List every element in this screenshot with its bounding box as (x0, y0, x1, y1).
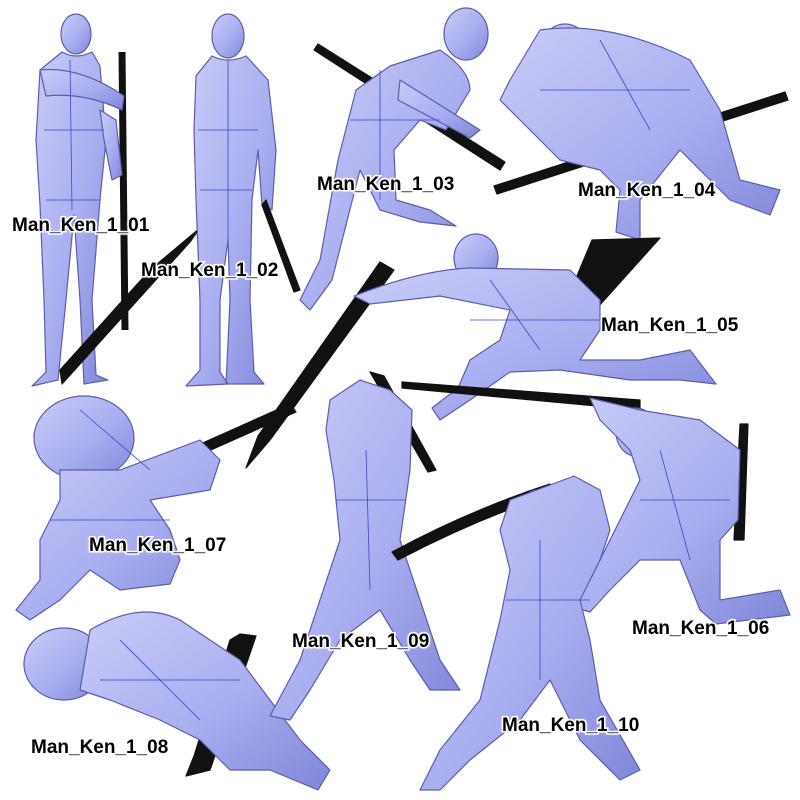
figure-02 (185, 13, 301, 387)
pose-label-04: Man_Ken_1_04 (576, 179, 716, 203)
figure-08 (23, 611, 331, 791)
figure-09 (269, 371, 461, 721)
pose-label-02: Man_Ken_1_02 (139, 259, 279, 283)
figure-04 (493, 23, 789, 241)
figure-03 (299, 7, 506, 311)
pose-label-08: Man_Ken_1_08 (29, 736, 169, 760)
pose-label-07: Man_Ken_1_07 (87, 534, 227, 558)
pose-label-10: Man_Ken_1_10 (500, 714, 640, 738)
pose-label-09: Man_Ken_1_09 (290, 630, 430, 654)
pose-label-01: Man_Ken_1_01 (10, 214, 150, 238)
figure-06 (401, 381, 791, 625)
figure-10 (391, 475, 641, 791)
pose-label-05: Man_Ken_1_05 (599, 314, 739, 338)
figure-01 (31, 13, 201, 387)
blade-01 (59, 227, 201, 385)
sword-01 (118, 51, 129, 331)
pose-label-06: Man_Ken_1_06 (630, 617, 770, 641)
figure-07 (15, 395, 297, 621)
sword-02 (261, 199, 301, 293)
pose-label-03: Man_Ken_1_03 (315, 173, 455, 197)
